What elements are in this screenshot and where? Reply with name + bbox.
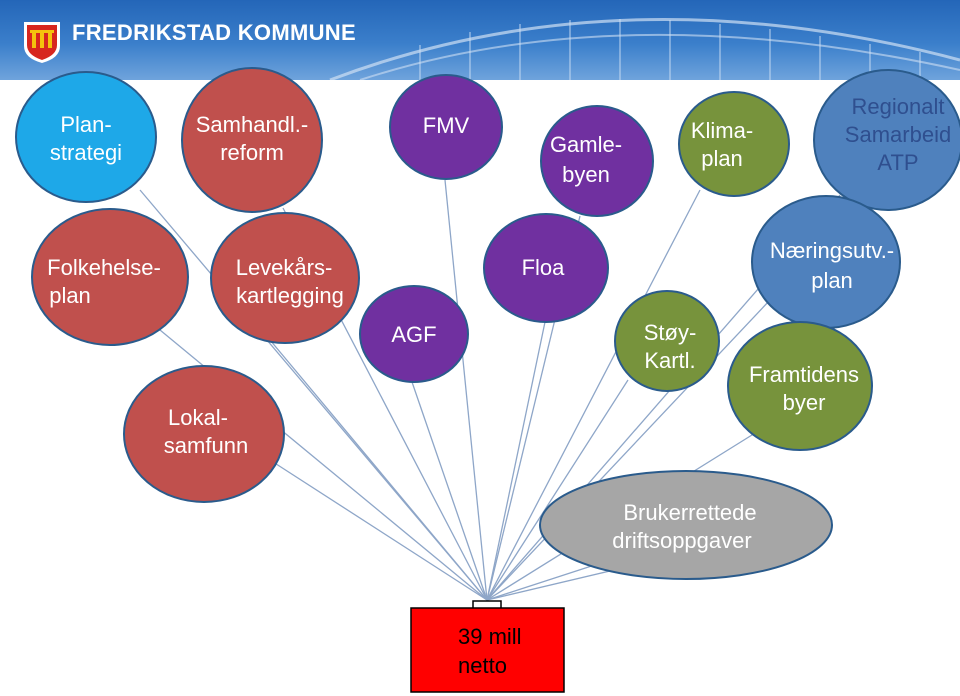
node-label: AGF [391,322,436,347]
node-label: strategi [50,140,122,165]
node-regionalt[interactable]: Regionalt Samarbeid ATP [813,69,960,211]
bridge-arch-graphic [329,18,960,80]
connector-levekar [269,339,488,601]
budget-box: 39 mill netto [410,600,565,693]
node-label: Næringsutv.- [770,238,894,263]
node-agf[interactable]: AGF [359,285,469,383]
node-label: plan [811,268,853,293]
node-folkehelse[interactable]: Folkehelse- plan [31,208,189,346]
node-floa[interactable]: Floa [483,213,609,323]
node-stoy[interactable]: Støy- Kartl. [614,290,720,392]
connector-klimaplan [486,189,701,601]
connector-bruker [486,559,611,601]
node-lokal[interactable]: Lokal- samfunn [123,365,285,503]
connector-stoy [486,379,629,601]
node-label: plan [49,283,91,308]
node-label: Lokal- [168,405,228,430]
node-naering[interactable]: Næringsutv.- plan [751,195,901,329]
node-label: reform [220,140,284,165]
node-planstrategi[interactable]: Plan- strategi [15,71,157,203]
node-samhandl[interactable]: Samhandl.- reform [181,67,323,213]
node-bruker[interactable]: Brukerrettede driftsoppgaver [539,470,833,580]
node-levekar[interactable]: Levekårs- kartlegging [210,212,360,344]
node-label: Brukerrettede [623,500,756,525]
connector-fmv [444,179,488,601]
coat-of-arms-icon [24,22,60,63]
connector-lokal [269,459,488,601]
node-label: Støy- [644,320,697,345]
brand-title: FREDRIKSTAD KOMMUNE [72,20,356,45]
node-label: kartlegging [236,283,344,308]
connector-naering [486,299,771,601]
node-label: Floa [522,255,566,280]
node-gamlebyen[interactable]: Gamle- byen [540,105,654,217]
connector-agf [411,381,488,601]
node-label: Folkehelse- [47,255,161,280]
node-label: Regionalt [852,94,945,119]
node-label: Samhandl.- [196,112,309,137]
connector-floa [486,321,546,601]
node-label: FMV [423,113,470,138]
node-label: Framtidens [749,362,859,387]
node-label: Klima- [691,118,753,143]
node-framtidens[interactable]: Framtidens byer [727,321,873,451]
node-klimaplan[interactable]: Klima- plan [678,91,790,197]
node-label: plan [701,146,743,171]
node-fmv[interactable]: FMV [389,74,503,180]
node-label: Kartl. [644,348,695,373]
node-label: samfunn [164,433,248,458]
node-label: Samarbeid [845,122,951,147]
budget-amount: 39 mill [458,624,522,649]
node-label: Levekårs- [236,255,333,280]
header-banner: FREDRIKSTAD KOMMUNE [0,0,960,80]
node-label: Plan- [60,112,111,137]
node-label: byer [783,390,826,415]
budget-label: netto [458,653,507,678]
node-label: byen [562,162,610,187]
node-label: Gamle- [550,132,622,157]
node-label: driftsoppgaver [612,528,751,553]
node-label: ATP [877,150,918,175]
